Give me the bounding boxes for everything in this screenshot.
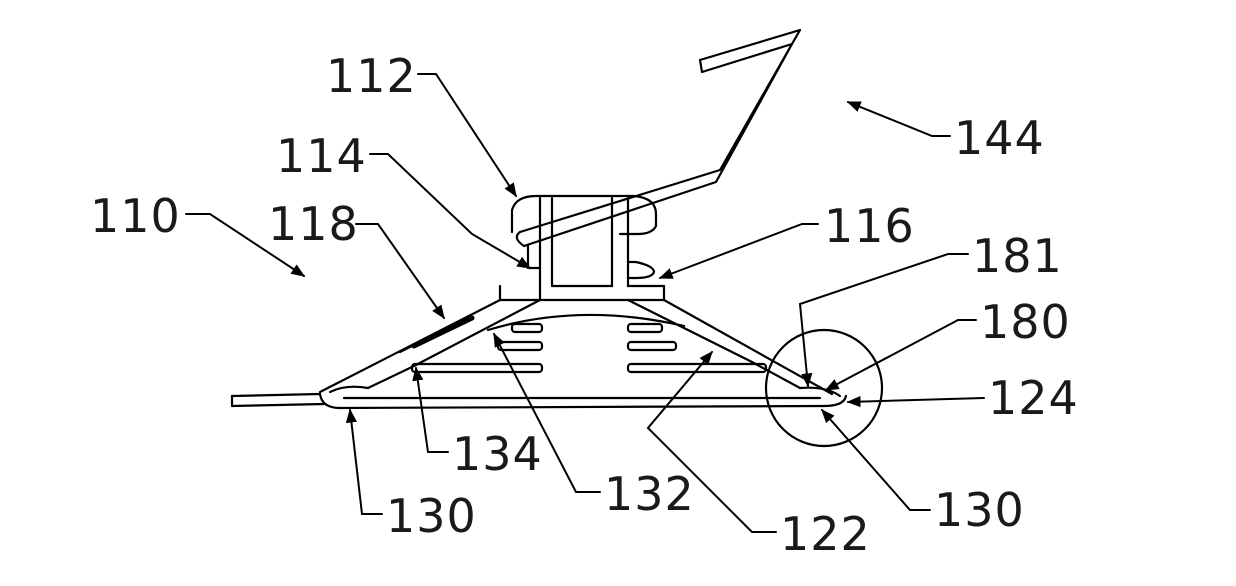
label-180: 180	[980, 295, 1071, 349]
label-114: 114	[276, 129, 367, 183]
inner-ribs	[410, 322, 768, 374]
label-124: 124	[988, 371, 1079, 425]
label-116: 116	[824, 199, 915, 253]
cup-body	[318, 298, 834, 396]
knob-stem	[510, 194, 658, 288]
label-118: 118	[268, 197, 359, 251]
base-rim	[230, 385, 848, 410]
label-122: 122	[780, 507, 871, 561]
wire-hook	[515, 28, 802, 248]
label-112: 112	[326, 49, 417, 103]
label-144: 144	[954, 111, 1045, 165]
label-130-right: 130	[934, 483, 1025, 537]
detail-circle	[764, 328, 884, 448]
label-130-left: 130	[386, 489, 477, 543]
label-110: 110	[90, 189, 181, 243]
reference-numerals: 110 112 114 118 116 144 181 180 124 130 …	[90, 49, 1079, 561]
neck	[498, 244, 666, 302]
label-181: 181	[972, 229, 1063, 283]
label-132: 132	[604, 467, 695, 521]
leader-lines	[185, 73, 985, 533]
label-134: 134	[452, 427, 543, 481]
